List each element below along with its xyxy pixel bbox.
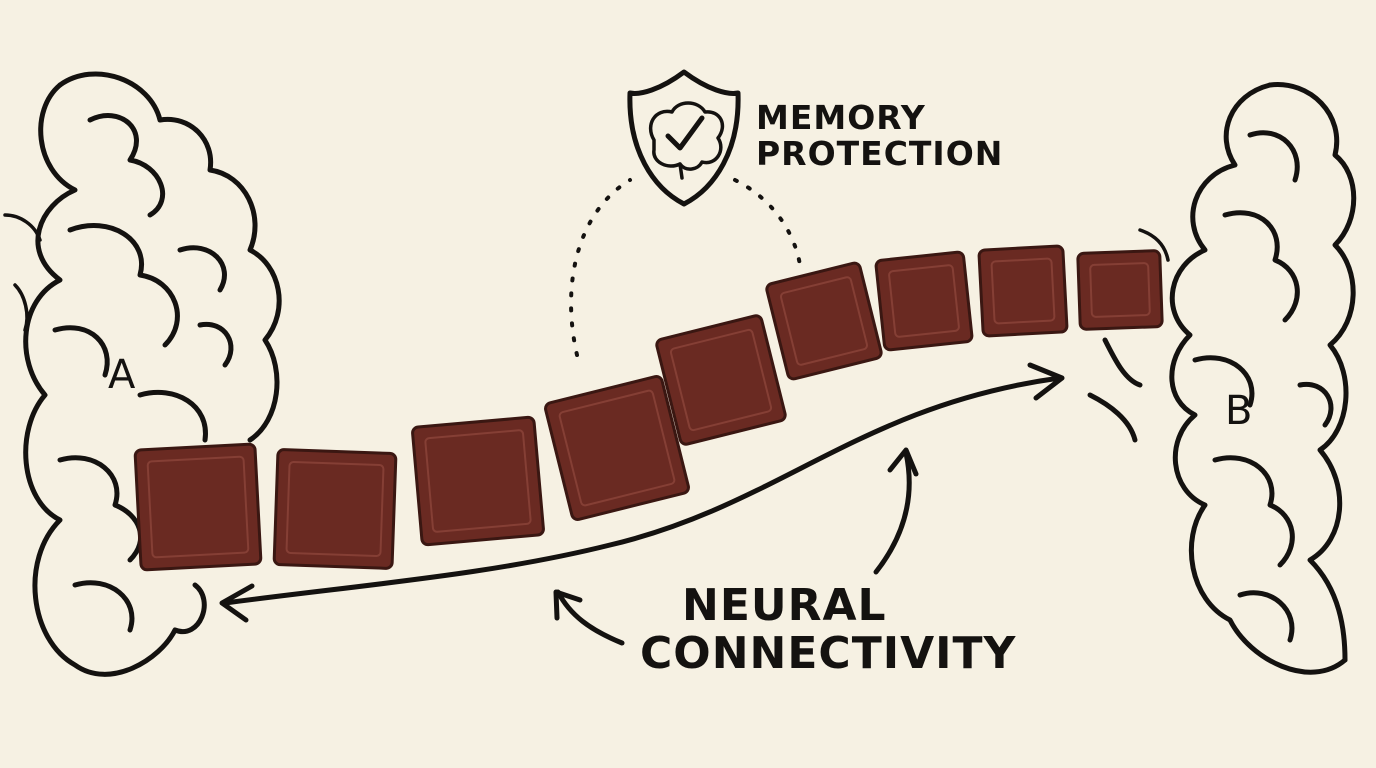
tile-chain (133, 244, 1164, 572)
chocolate-tile (411, 415, 545, 547)
tile-body (977, 244, 1069, 338)
bidirectional-arrow (219, 362, 1065, 623)
chocolate-tile (272, 448, 398, 570)
neural-connectivity-line-1: NEURAL (682, 580, 887, 631)
tile-body (874, 250, 974, 352)
chocolate-tile (977, 244, 1069, 338)
memory-protection-label: MEMORY PROTECTION (756, 98, 1004, 174)
tile-highlight (888, 264, 960, 338)
tile-highlight (779, 276, 869, 366)
tile-highlight (285, 461, 385, 557)
chocolate-tile (544, 375, 690, 521)
tile-highlight (424, 429, 532, 533)
tile-body (272, 448, 398, 570)
tile-highlight (1089, 262, 1151, 318)
shield-brain-check-icon (627, 69, 741, 207)
dashed-link (569, 178, 802, 357)
memory-protection-line-1: MEMORY (756, 98, 926, 137)
brain-label-a: A (108, 352, 136, 398)
tile-body (544, 375, 690, 521)
tile-highlight (990, 257, 1056, 325)
chocolate-tile (765, 261, 883, 381)
brain-label-b: B (1225, 388, 1253, 434)
tile-highlight (669, 328, 773, 432)
tile-body (765, 261, 883, 381)
chocolate-tile (133, 442, 263, 572)
chocolate-tile (655, 314, 787, 446)
tile-body (133, 442, 263, 572)
neural-connectivity-line-2: CONNECTIVITY (640, 628, 1017, 680)
right-brain (1087, 82, 1357, 675)
left-brain (3, 71, 282, 677)
tile-body (411, 415, 545, 547)
neural-connectivity-label: NEURAL CONNECTIVITY (640, 580, 1017, 680)
connectivity-pointer-arrows (553, 447, 919, 646)
tile-body (655, 314, 787, 446)
memory-protection-line-2: PROTECTION (756, 134, 1004, 174)
tile-body (1076, 249, 1164, 331)
chocolate-tile (1076, 249, 1164, 331)
chocolate-tile (874, 250, 974, 352)
tile-highlight (558, 389, 676, 507)
tile-highlight (146, 455, 250, 559)
